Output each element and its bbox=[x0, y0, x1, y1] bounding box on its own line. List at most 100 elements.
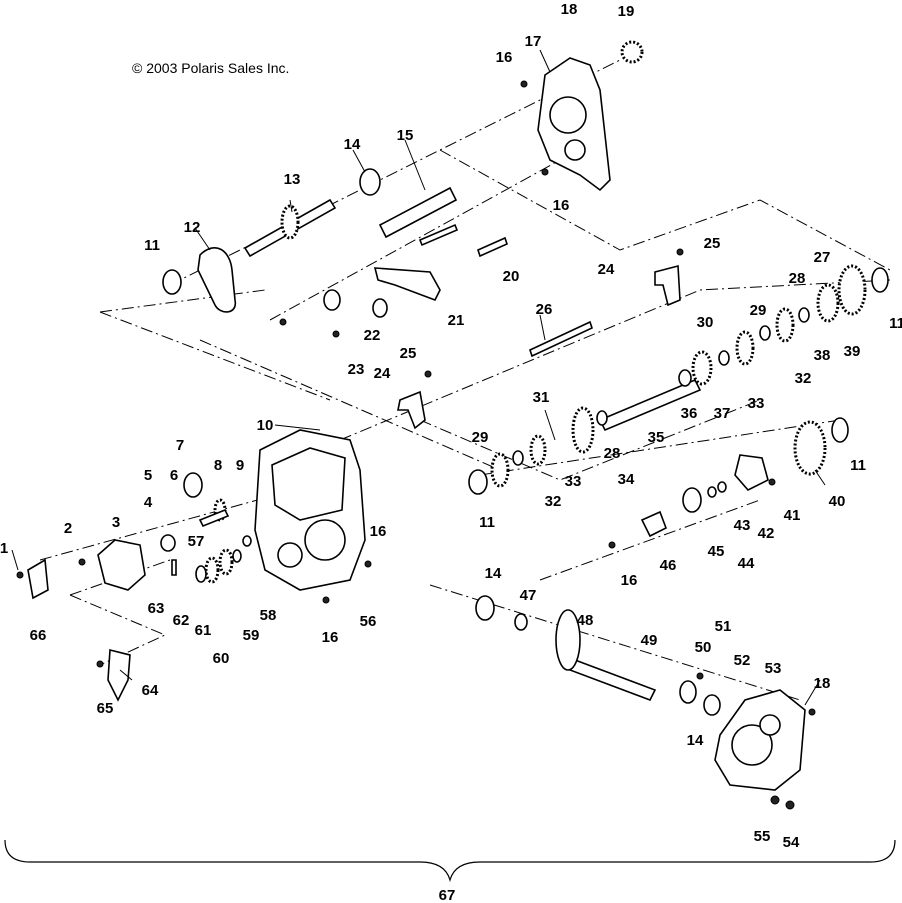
bearing-14-a bbox=[359, 168, 381, 196]
part-label: 11 bbox=[144, 237, 160, 254]
part-label: 16 bbox=[322, 629, 339, 646]
part-label: 55 bbox=[754, 828, 771, 845]
washer-58 bbox=[232, 549, 242, 563]
part-label: 13 bbox=[284, 171, 301, 188]
part-label: 56 bbox=[360, 613, 377, 630]
gear-32-a bbox=[490, 452, 510, 488]
part-label: 60 bbox=[213, 650, 230, 667]
part-label: 26 bbox=[536, 301, 553, 318]
gear-40 bbox=[793, 420, 827, 476]
part-label: 27 bbox=[814, 249, 831, 266]
part-label: 29 bbox=[472, 429, 489, 446]
part-label: 19 bbox=[618, 3, 635, 20]
part-label: 64 bbox=[142, 682, 159, 699]
assembly-axis-lines bbox=[39, 59, 891, 701]
shaft-26 bbox=[529, 320, 593, 358]
part-label: 6 bbox=[170, 467, 178, 484]
part-label: 39 bbox=[844, 343, 861, 360]
plate-42 bbox=[734, 454, 769, 491]
washer-28-b bbox=[798, 307, 810, 323]
part-label: 14 bbox=[687, 732, 704, 749]
gear-59 bbox=[218, 548, 234, 576]
part-label: 2 bbox=[64, 520, 72, 537]
part-label: 36 bbox=[681, 405, 698, 422]
washer-28-a bbox=[596, 410, 608, 426]
part-label: 9 bbox=[236, 457, 244, 474]
bolts-and-nuts bbox=[16, 80, 816, 810]
part-label: 29 bbox=[750, 302, 767, 319]
part-label: 65 bbox=[97, 700, 114, 717]
spring-63 bbox=[171, 559, 177, 576]
part-label: 53 bbox=[765, 660, 782, 677]
part-label: 16 bbox=[496, 49, 513, 66]
gear-33-a bbox=[529, 434, 547, 466]
bearing-14-c bbox=[679, 680, 697, 704]
part-label: 16 bbox=[621, 572, 638, 589]
shaft-35 bbox=[598, 378, 702, 432]
part-label: 51 bbox=[715, 618, 732, 635]
top-gear-cover-17 bbox=[537, 40, 644, 192]
part-label: 28 bbox=[604, 445, 621, 462]
part-label: 4 bbox=[144, 494, 153, 511]
part-label: 35 bbox=[648, 429, 665, 446]
shafts bbox=[243, 186, 702, 702]
gear-13 bbox=[280, 204, 300, 240]
part-label: 5 bbox=[144, 467, 152, 484]
bushing bbox=[323, 289, 341, 311]
part-label: 11 bbox=[479, 514, 495, 531]
part-label: 42 bbox=[758, 525, 775, 542]
part-label: 33 bbox=[565, 473, 582, 490]
copyright-text: © 2003 Polaris Sales Inc. bbox=[132, 60, 290, 76]
washer-44 bbox=[707, 486, 717, 498]
part-label: 1 bbox=[0, 540, 8, 557]
gear-32-b bbox=[775, 307, 795, 343]
part-label: 38 bbox=[814, 347, 831, 364]
part-label: 18 bbox=[561, 1, 578, 18]
main-housing-56 bbox=[254, 429, 366, 591]
part-label: 3 bbox=[112, 514, 120, 531]
gear-37 bbox=[691, 350, 713, 386]
part-label: 33 bbox=[748, 395, 765, 412]
gear-34 bbox=[571, 406, 595, 454]
part-label: 14 bbox=[485, 565, 502, 582]
part-label: 57 bbox=[188, 533, 205, 550]
bearing-11-d bbox=[831, 417, 849, 443]
part-label: 17 bbox=[525, 33, 542, 50]
gear-27 bbox=[837, 264, 867, 316]
part-label: 52 bbox=[734, 652, 751, 669]
washer-36 bbox=[678, 369, 692, 387]
part-label: 62 bbox=[173, 612, 190, 629]
part-label: 23 bbox=[348, 361, 365, 378]
part-label: 40 bbox=[829, 493, 846, 510]
shift-bracket-3 bbox=[97, 539, 146, 591]
brackets-and-forks bbox=[373, 264, 769, 491]
part-label: 20 bbox=[503, 268, 520, 285]
part-label: 32 bbox=[545, 493, 562, 510]
assembly-brace bbox=[4, 839, 896, 883]
leader-lines bbox=[11, 49, 826, 706]
part-label: 58 bbox=[260, 607, 277, 624]
part-label: 14 bbox=[344, 136, 361, 153]
lever-4 bbox=[160, 534, 176, 552]
part-label: 16 bbox=[553, 197, 570, 214]
washer-30 bbox=[718, 350, 730, 366]
part-label: 47 bbox=[520, 587, 537, 604]
part-label: 7 bbox=[176, 437, 184, 454]
gear-38 bbox=[816, 283, 840, 323]
part-label: 31 bbox=[533, 389, 550, 406]
lower-gear-cover-53 bbox=[714, 689, 806, 791]
part-label: 59 bbox=[243, 627, 260, 644]
chain-12 bbox=[197, 247, 237, 313]
part-label: 22 bbox=[364, 327, 381, 344]
part-label: 45 bbox=[708, 543, 725, 560]
seal-52 bbox=[703, 694, 721, 716]
gears-bearings-washers bbox=[162, 168, 889, 716]
part-label: 18 bbox=[814, 675, 831, 692]
part-label: 10 bbox=[257, 417, 274, 434]
part-label: 50 bbox=[695, 639, 712, 656]
part-label: 24 bbox=[598, 261, 615, 278]
part-label: 25 bbox=[400, 345, 417, 362]
part-label: 37 bbox=[714, 405, 731, 422]
bearing-11-c bbox=[871, 267, 889, 293]
